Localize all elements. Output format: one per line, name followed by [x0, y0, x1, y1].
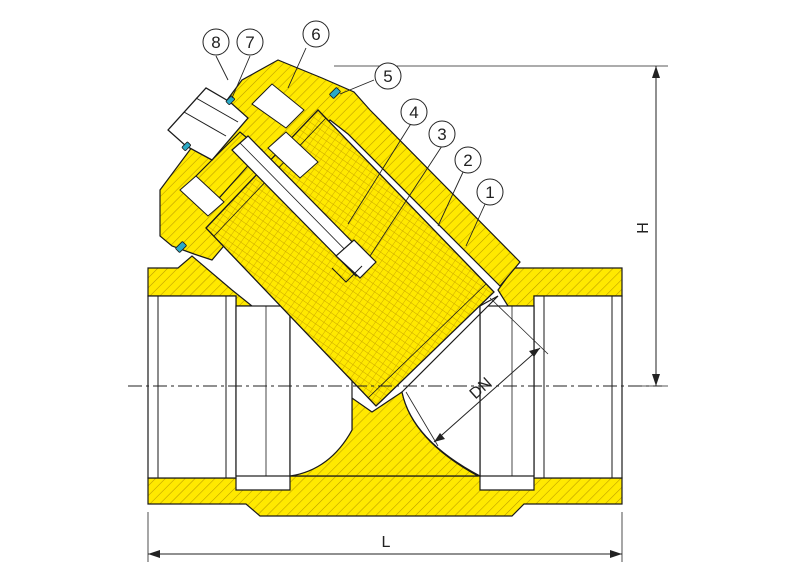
dimension-h: H: [334, 65, 668, 387]
dimension-l: L: [147, 512, 623, 562]
callout-1: 1: [476, 178, 504, 206]
dimension-h-label: H: [635, 222, 652, 234]
callout-7: 7: [236, 28, 264, 56]
callout-7-label: 7: [245, 33, 254, 52]
callout-5-label: 5: [383, 67, 392, 86]
valve-body: [147, 59, 623, 517]
flow-bore: [147, 295, 623, 479]
callout-6-label: 6: [311, 25, 320, 44]
callout-3: 3: [428, 120, 456, 148]
callout-2: 2: [454, 146, 482, 174]
callout-leaders: [215, 47, 487, 257]
callout-4-label: 4: [409, 103, 418, 122]
callout-4: 4: [400, 98, 428, 126]
dimension-l-label: L: [382, 534, 391, 551]
callout-8-label: 8: [211, 33, 220, 52]
callout-3-label: 3: [437, 125, 446, 144]
callout-1-label: 1: [485, 183, 494, 202]
callout-2-label: 2: [463, 151, 472, 170]
callouts: 1 2 3 4 5 6 7 8: [202, 20, 504, 206]
cap-assembly: [167, 83, 377, 283]
callout-5: 5: [374, 62, 402, 90]
callout-6: 6: [302, 20, 330, 48]
callout-8: 8: [202, 28, 230, 56]
seals: [175, 87, 341, 253]
